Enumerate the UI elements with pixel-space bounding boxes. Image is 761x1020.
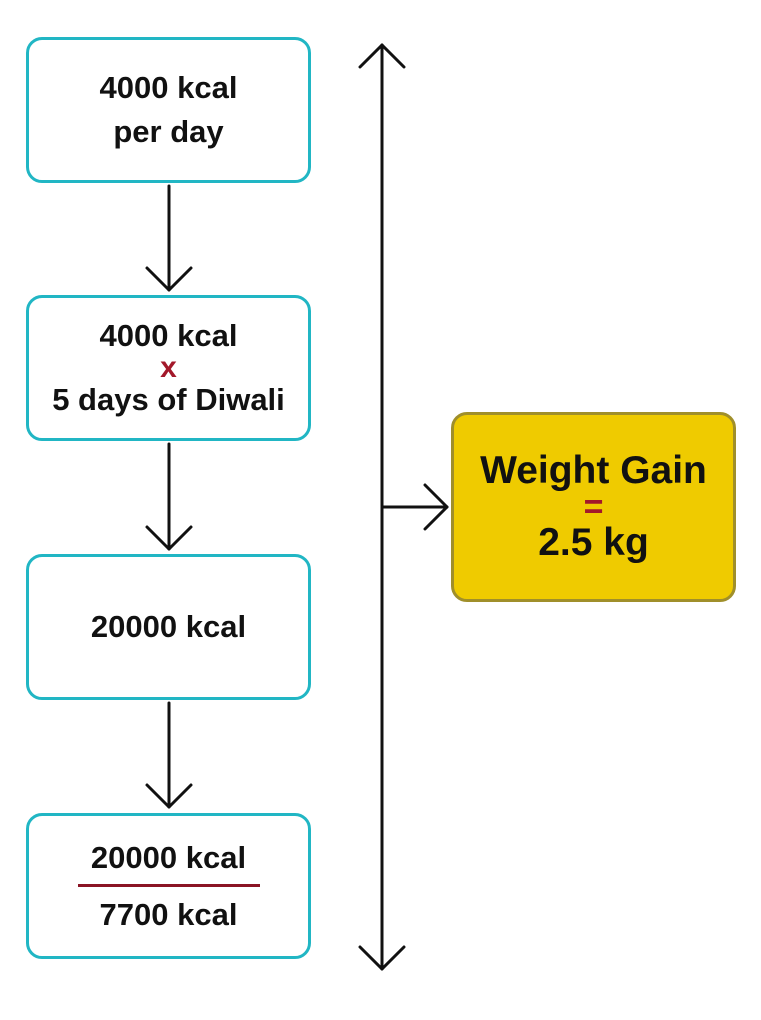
step1-line1: 4000 kcal [99,70,238,105]
multiply-operator: x [160,351,177,384]
step2-line2: 5 days of Diwali [52,382,285,417]
step-box-total: 20000 kcal [26,554,311,700]
span-arrowhead-bottom [358,945,406,971]
result-label: Weight Gain [480,449,707,492]
arrowhead-result [423,483,449,531]
fraction-numerator: 20000 kcal [90,839,247,875]
result-value: 2.5 kg [538,521,649,564]
span-arrowhead-top [358,43,406,69]
result-box: Weight Gain = 2.5 kg [451,412,736,602]
arrowhead-step3 [145,525,193,551]
equals-operator: = [583,488,604,526]
fraction-bar [77,883,260,887]
fraction-denominator: 7700 kcal [99,896,238,932]
step1-line2: per day [113,114,224,149]
step-box-division: 20000 kcal 7700 kcal [26,813,311,959]
step2-line1: 4000 kcal [99,318,238,353]
step3-line1: 20000 kcal [90,609,247,644]
arrowhead-step2 [145,266,193,292]
step-box-daily-intake: 4000 kcal per day [26,37,311,183]
step-box-multiplication: 4000 kcal x 5 days of Diwali [26,295,311,441]
fraction: 20000 kcal 7700 kcal [77,836,260,937]
arrowhead-step4 [145,783,193,809]
